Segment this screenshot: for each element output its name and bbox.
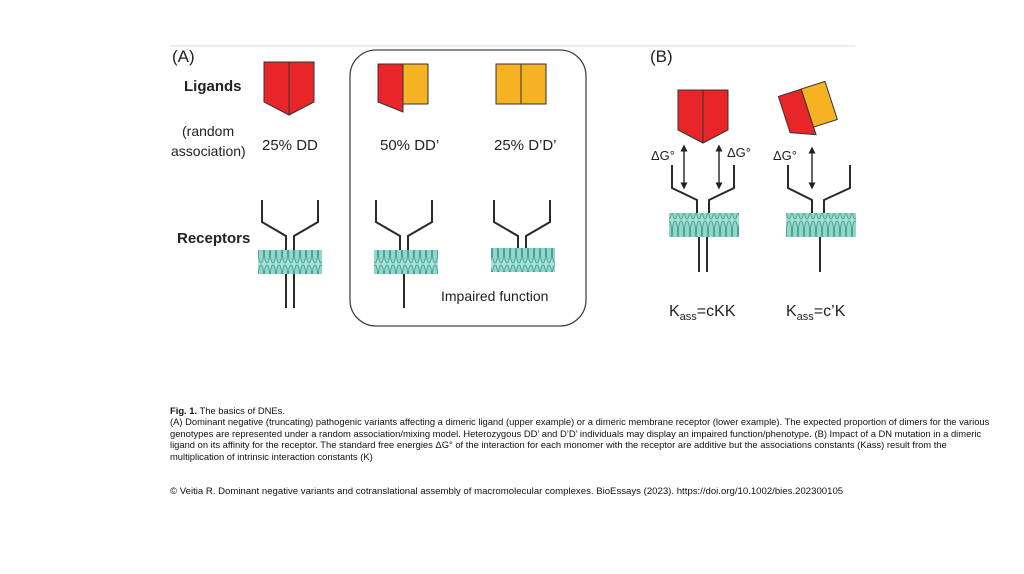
ligands-label: Ligands xyxy=(184,78,242,95)
receptors-label: Receptors xyxy=(177,230,250,247)
k-right: Kass=c’K xyxy=(786,303,846,323)
pct-dpdp: 25% D’D’ xyxy=(494,137,557,154)
receptor-normal xyxy=(258,200,322,308)
figure-caption: Fig. 1. The basics of DNEs. (A) Dominant… xyxy=(170,405,1002,462)
ligand-ddp xyxy=(377,63,429,113)
panel-a-label: (A) xyxy=(172,47,195,66)
receptor-b-truncated xyxy=(786,165,856,272)
receptor-truncated-1 xyxy=(374,200,438,308)
dne-figure: (A) Ligands (random association) Recepto… xyxy=(170,45,856,327)
impaired-box xyxy=(349,49,587,327)
caption-body: (A) Dominant negative (truncating) patho… xyxy=(170,416,990,462)
random-label-line1: (random xyxy=(182,123,234,139)
ligand-dd xyxy=(263,61,315,116)
pct-dd: 25% DD xyxy=(262,137,318,154)
receptor-b-normal xyxy=(669,165,739,272)
citation-credit: © Veitia R. Dominant negative variants a… xyxy=(170,486,844,497)
receptor-truncated-2 xyxy=(491,200,555,272)
ligand-dpdp xyxy=(495,63,547,105)
panel-b-label: (B) xyxy=(650,47,673,66)
k-left: Kass=cKK xyxy=(669,303,736,323)
ligand-b-dd xyxy=(677,89,729,144)
ligand-b-ddp xyxy=(777,80,838,136)
dg-right: ΔG° xyxy=(727,145,751,160)
impaired-label: Impaired function xyxy=(441,288,548,304)
dg-left: ΔG° xyxy=(651,148,675,163)
caption-title-rest: The basics of DNEs. xyxy=(197,405,285,416)
random-label-line2: association) xyxy=(171,143,246,159)
pct-ddp: 50% DD’ xyxy=(380,137,439,154)
caption-title: Fig. 1. xyxy=(170,405,198,416)
dg-single: ΔG° xyxy=(773,148,797,163)
